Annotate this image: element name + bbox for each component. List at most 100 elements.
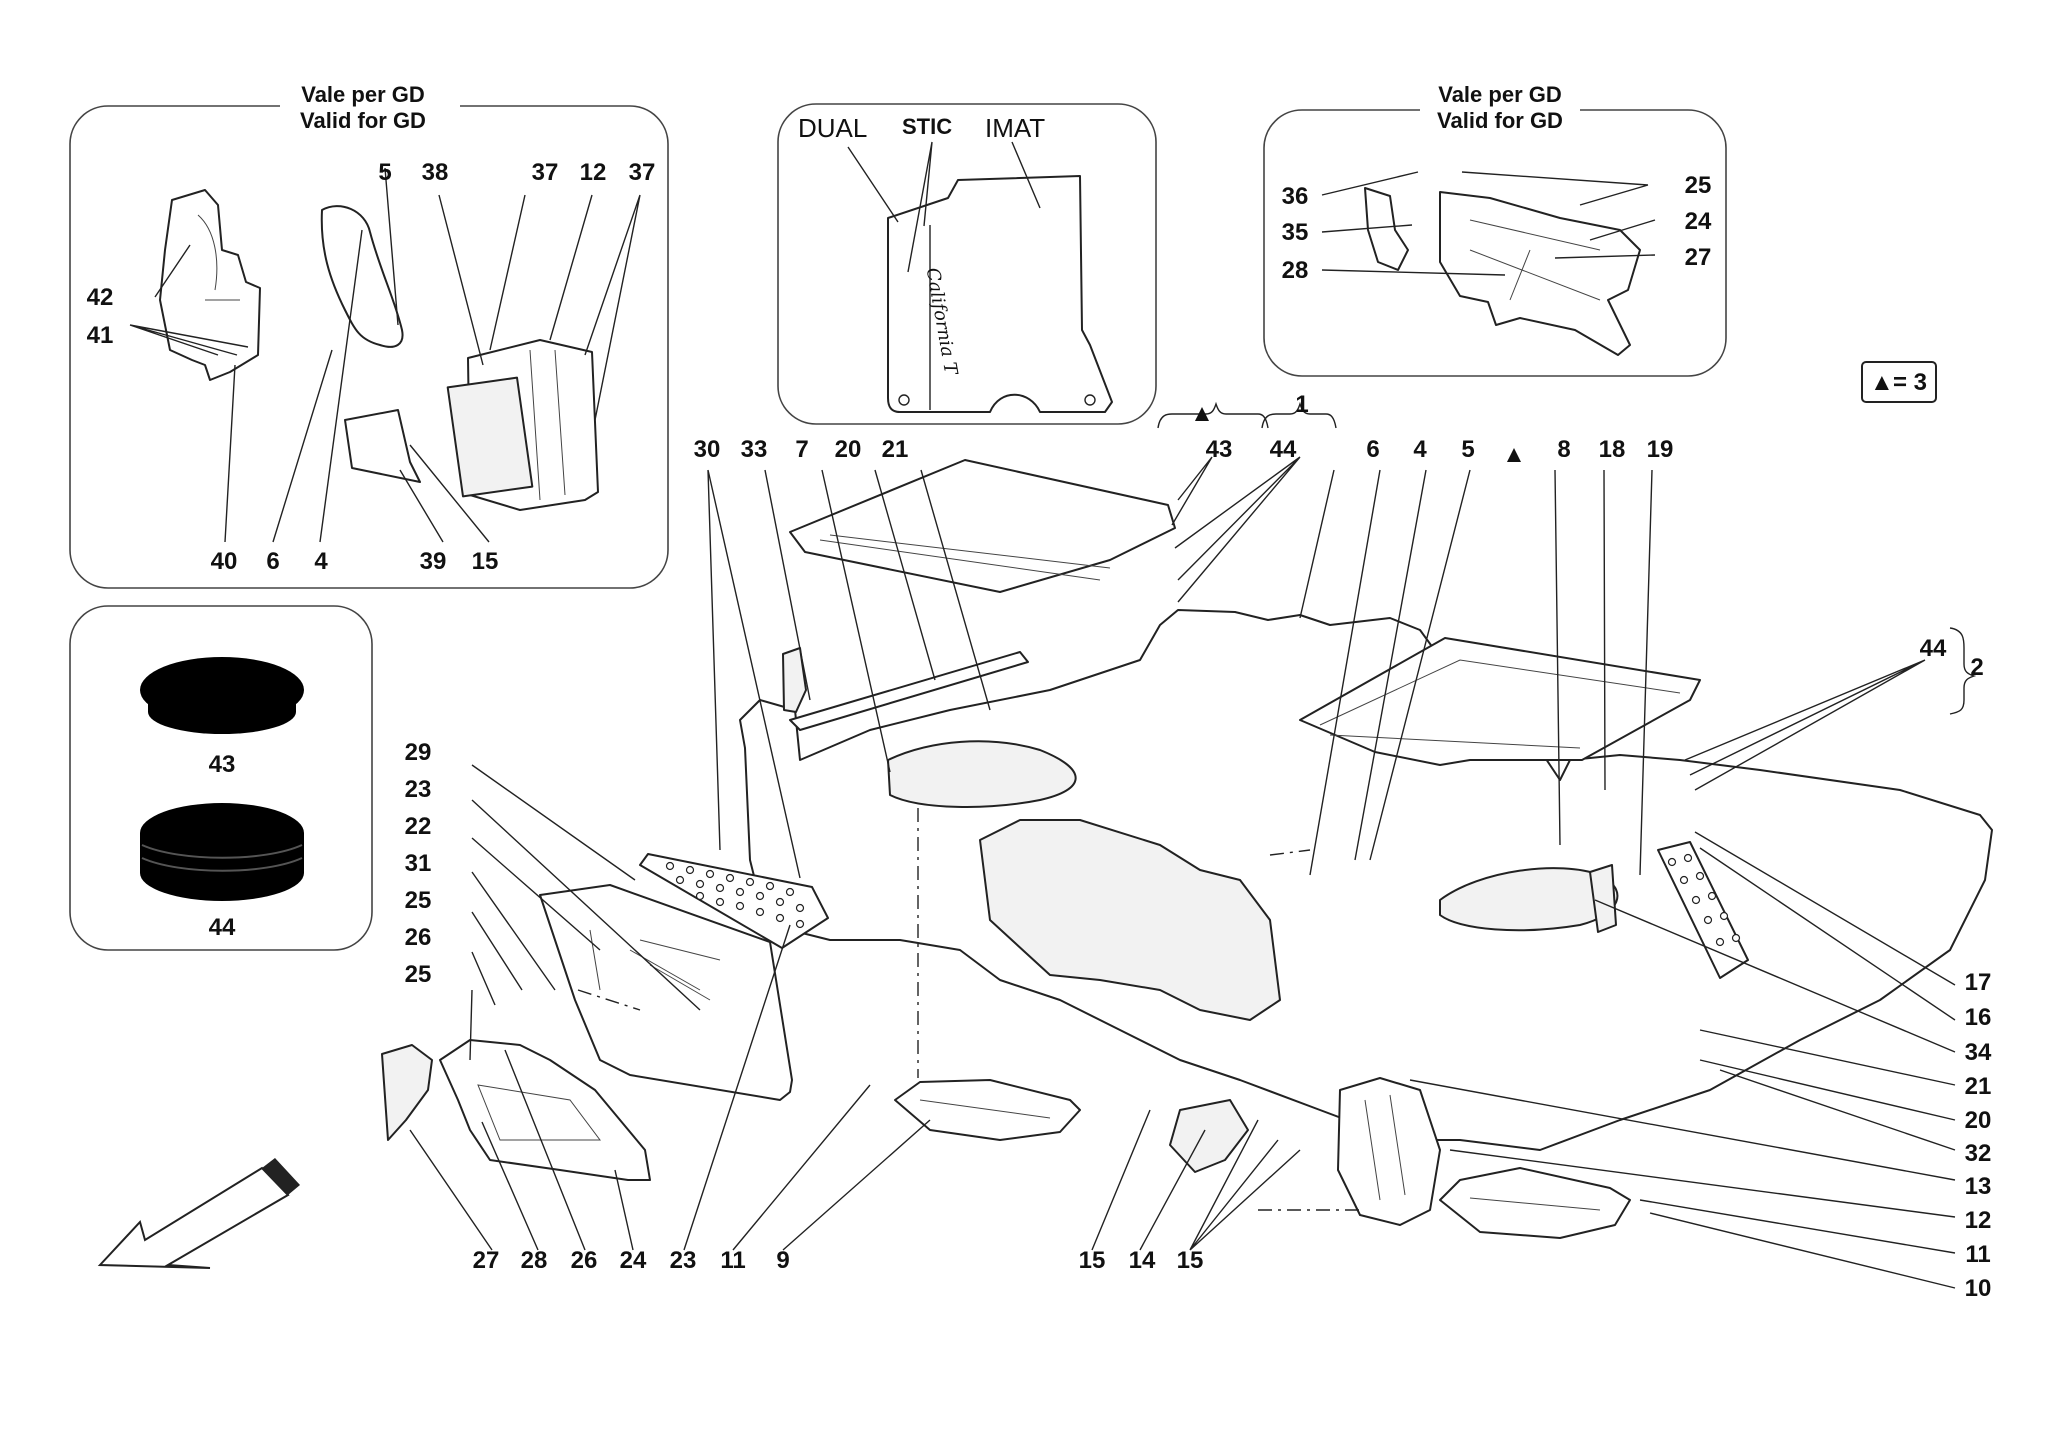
label-plug-43: 43 (209, 751, 236, 778)
label-15: 15 (472, 548, 499, 575)
label-2: 2 (1970, 654, 1983, 681)
right-heel-pad-part (1439, 867, 1619, 932)
label-30: 30 (694, 436, 721, 463)
label-20b: 20 (1965, 1107, 1992, 1134)
legend-text: = 3 (1893, 369, 1927, 396)
label-28: 28 (1282, 257, 1309, 284)
label-8: 8 (1557, 436, 1570, 463)
left-footrest-holes (665, 861, 805, 929)
label-23: 23 (405, 776, 432, 803)
left-footrest-part (639, 853, 829, 949)
label-17: 17 (1965, 969, 1992, 996)
triangle-marker-1: ▲ (1190, 400, 1214, 427)
label-19: 19 (1647, 436, 1674, 463)
driver-mat-part (539, 884, 793, 1101)
label-32: 32 (1965, 1140, 1992, 1167)
hatch-frame-right-part (1439, 1167, 1631, 1239)
gd-right-frame-part (1439, 191, 1641, 356)
label-9: 9 (776, 1247, 789, 1274)
label-18: 18 (1599, 436, 1626, 463)
label-6b: 6 (1366, 436, 1379, 463)
label-23b: 23 (670, 1247, 697, 1274)
main-assembly: ▲ ▲ 30 33 7 20 21 43 1 44 6 4 5 8 18 19 … (97, 391, 1993, 1302)
hatch-frame-left-part (894, 1079, 1081, 1141)
label-25b: 25 (405, 887, 432, 914)
gd-right-panel: Vale per GD Valid for GD 36 35 28 25 24 … (1263, 80, 1727, 377)
label-36: 36 (1282, 183, 1309, 210)
mat-imat-label: IMAT (985, 113, 1045, 143)
label-5b: 5 (1461, 436, 1474, 463)
label-11: 11 (1965, 1241, 1990, 1268)
label-plug-44: 44 (209, 914, 236, 941)
gd-left-title-it: Vale per GD (301, 82, 425, 107)
gd-right-bracket-part (1364, 187, 1409, 271)
panel-12-part (1337, 1077, 1441, 1226)
mat-inset-panel: DUAL STIC IMAT California T (777, 103, 1157, 425)
gd-plate-part (320, 205, 404, 348)
label-38: 38 (422, 159, 449, 186)
mat-dual-label: DUAL (798, 113, 867, 143)
label-12: 12 (580, 159, 607, 186)
label-11b: 11 (720, 1247, 745, 1274)
label-20: 20 (835, 436, 862, 463)
label-6: 6 (266, 548, 279, 575)
label-25c: 25 (405, 961, 432, 988)
label-39: 39 (420, 548, 447, 575)
gd-right-title-en: Valid for GD (1437, 108, 1563, 133)
bracket-34-part (1589, 864, 1617, 933)
right-footrest-part (1657, 841, 1749, 979)
plug-44-icon (140, 803, 304, 901)
label-29: 29 (405, 739, 432, 766)
gd-triangle-bracket-part (344, 409, 421, 483)
label-37b: 37 (629, 159, 656, 186)
label-25: 25 (1685, 172, 1712, 199)
label-21b: 21 (1965, 1073, 1992, 1100)
plug-43-icon (140, 657, 304, 734)
plug-panel: 43 44 (69, 605, 373, 951)
trunk-carpet-part (789, 459, 1176, 593)
floor-tub-part (739, 609, 1993, 1151)
legend-triangle-icon: ▲ (1870, 369, 1894, 396)
right-footrest-holes (1667, 853, 1741, 947)
gd-left-title-en: Valid for GD (300, 108, 426, 133)
label-44b: 44 (1920, 635, 1947, 662)
label-37: 37 (532, 159, 559, 186)
label-28b: 28 (521, 1247, 548, 1274)
label-14: 14 (1129, 1247, 1156, 1274)
label-27: 27 (1685, 244, 1712, 271)
label-34: 34 (1965, 1039, 1992, 1066)
gd-bracket-part (159, 189, 261, 381)
label-4b: 4 (1413, 436, 1427, 463)
label-41: 41 (87, 322, 114, 349)
label-12b: 12 (1965, 1207, 1992, 1234)
label-13: 13 (1965, 1173, 1992, 1200)
label-4: 4 (314, 548, 328, 575)
label-35: 35 (1282, 219, 1309, 246)
bracket-14-part (1169, 1099, 1249, 1173)
label-7: 7 (795, 436, 808, 463)
label-15b: 15 (1079, 1247, 1106, 1274)
label-24b: 24 (620, 1247, 647, 1274)
label-5: 5 (378, 159, 391, 186)
gd-right-title-it: Vale per GD (1438, 82, 1562, 107)
label-43: 43 (1206, 436, 1233, 463)
triangle-marker-2: ▲ (1502, 441, 1526, 468)
label-16: 16 (1965, 1004, 1992, 1031)
label-1: 1 (1295, 391, 1308, 418)
label-42: 42 (87, 284, 114, 311)
bracket-33-part (782, 647, 807, 713)
label-21: 21 (882, 436, 909, 463)
legend-box: ▲ = 3 (1861, 361, 1937, 403)
label-15c: 15 (1177, 1247, 1204, 1274)
label-27b: 27 (473, 1247, 500, 1274)
tunnel-part (979, 819, 1281, 1021)
mat-stic-label: STIC (902, 114, 952, 139)
label-44: 44 (1270, 436, 1297, 463)
label-40: 40 (211, 548, 238, 575)
left-heel-pad-part (887, 740, 1077, 808)
floor-mat-outline (887, 175, 1113, 413)
label-31: 31 (405, 850, 432, 877)
label-10: 10 (1965, 1275, 1992, 1302)
label-26: 26 (405, 924, 432, 951)
